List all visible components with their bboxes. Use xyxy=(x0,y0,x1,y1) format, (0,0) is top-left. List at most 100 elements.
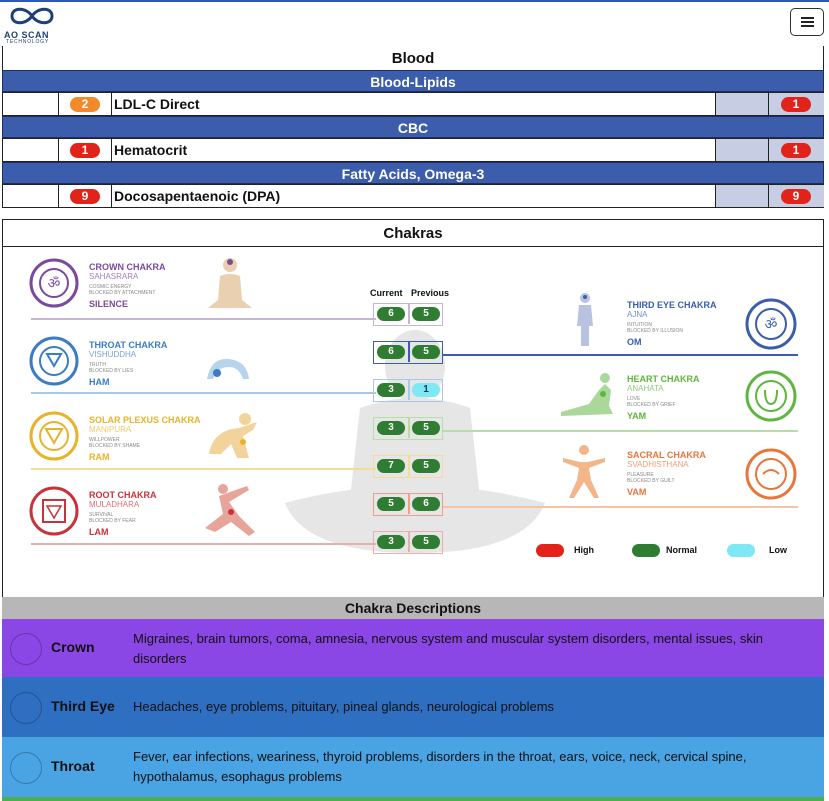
row-cell-empty xyxy=(715,185,769,207)
score-divider xyxy=(408,532,410,552)
sacral-chakra-blocked: BLOCKED BY GUILT xyxy=(627,478,675,484)
score-divider xyxy=(408,342,410,362)
hamburger-icon xyxy=(801,17,814,19)
chakra-symbol-icon xyxy=(10,633,42,665)
throat-chakra-title: THROAT CHAKRA xyxy=(89,340,168,350)
third-eye-chakra-sanskrit: AJNA xyxy=(627,310,648,319)
root-pose-figure-icon xyxy=(205,484,255,536)
root-chakra-icon xyxy=(29,486,79,536)
current-score-badge: 1 xyxy=(70,143,100,158)
throat-chakra-blocked: BLOCKED BY LIES xyxy=(89,368,134,374)
throat-chakra-sanskrit: VISHUDDHA xyxy=(89,350,137,359)
sacral-previous-score: 6 xyxy=(412,497,440,511)
third-eye-chakra-title: THIRD EYE CHAKRA xyxy=(627,300,717,310)
crown-chakra-icon: ॐ xyxy=(29,258,79,308)
legend-low-label: Low xyxy=(769,545,787,555)
row-cell-current: 9 xyxy=(58,185,112,207)
infinity-logo-icon xyxy=(10,7,54,25)
chakra-description-name: Third Eye xyxy=(51,698,115,714)
row-cell-current: 2 xyxy=(58,93,112,115)
crown-chakra-title: CROWN CHAKRA xyxy=(89,262,166,272)
previous-column-header: Previous xyxy=(411,288,450,298)
third-eye-current-score: 6 xyxy=(377,345,405,359)
root-chakra-sanskrit: MULADHARA xyxy=(89,500,140,509)
blood-category-header: Fatty Acids, Omega-3 xyxy=(2,162,824,184)
score-divider xyxy=(408,418,410,438)
previous-score-badge: 9 xyxy=(781,189,811,204)
heart-previous-score: 5 xyxy=(412,421,440,435)
sacral-chakra: SACRAL CHAKRA SVADHISTHANA PLEASURE BLOC… xyxy=(627,450,706,497)
top-accent-bar xyxy=(0,0,829,2)
throat-previous-score: 1 xyxy=(412,383,440,397)
legend-high-swatch xyxy=(536,544,564,557)
blood-item-name: Hematocrit xyxy=(114,142,188,158)
row-cell-current: 1 xyxy=(58,139,112,161)
chakra-description-text: Headaches, eye problems, pituitary, pine… xyxy=(133,699,555,714)
chakra-descriptions-title: Chakra Descriptions xyxy=(2,597,824,619)
third-eye-chakra: THIRD EYE CHAKRA AJNA INTUITION BLOCKED … xyxy=(627,300,717,347)
crown-pose-figure-icon xyxy=(208,258,252,308)
legend-low-swatch xyxy=(727,544,755,557)
brand-tagline: TECHNOLOGY xyxy=(6,39,50,45)
crown-chakra-sanskrit: SAHASRARA xyxy=(89,272,139,281)
heart-chakra-mantra: YAM xyxy=(627,411,647,421)
row-cell-previous: 1 xyxy=(768,93,824,115)
heart-chakra-sanskrit: ANAHATA xyxy=(627,384,664,393)
previous-score-badge: 1 xyxy=(781,143,811,158)
throat-connector-line xyxy=(31,392,376,394)
root-chakra-energy: SURVIVAL xyxy=(89,512,114,518)
root-previous-score: 5 xyxy=(412,535,440,549)
brand-logo[interactable]: AO SCAN TECHNOLOGY xyxy=(4,5,60,45)
throat-chakra-energy: TRUTH xyxy=(89,362,106,368)
solar-plexus-previous-score: 5 xyxy=(412,459,440,473)
row-cell-empty xyxy=(3,139,59,161)
crown-previous-score: 5 xyxy=(412,307,440,321)
sacral-pose-figure-icon xyxy=(563,445,605,498)
root-connector-line xyxy=(31,543,376,545)
heart-current-score: 3 xyxy=(377,421,405,435)
solar-plexus-chakra-title: SOLAR PLEXUS CHAKRA xyxy=(89,415,201,425)
row-cell-empty xyxy=(3,185,59,207)
row-cell-empty xyxy=(3,93,59,115)
third-eye-chakra-energy: INTUITION xyxy=(627,322,652,328)
chakra-description-name: Throat xyxy=(51,758,95,774)
solar-plexus-current-score: 7 xyxy=(377,459,405,473)
row-cell-previous: 9 xyxy=(768,185,824,207)
score-divider xyxy=(408,494,410,514)
third-eye-chakra-icon: ॐ xyxy=(745,298,797,350)
heart-chakra-blocked: BLOCKED BY GRIEF xyxy=(627,402,676,408)
score-divider xyxy=(408,304,410,324)
crown-chakra-mantra: SILENCE xyxy=(89,299,129,309)
blood-result-row[interactable]: 1 Hematocrit 1 xyxy=(2,138,824,162)
chakra-description-row: Throat Fever, ear infections, weariness, … xyxy=(2,737,824,797)
chakra-symbol-icon xyxy=(10,692,42,724)
sacral-chakra-energy: PLEASURE xyxy=(627,472,654,478)
crown-chakra-energy: COSMIC ENERGY xyxy=(89,284,132,290)
legend-high-label: High xyxy=(574,545,594,555)
blood-category-header: CBC xyxy=(2,116,824,138)
heart-chakra-title: HEART CHAKRA xyxy=(627,374,700,384)
third-eye-chakra-mantra: OM xyxy=(627,337,642,347)
chakra-description-text: Migraines, brain tumors, coma, amnesia, … xyxy=(133,631,764,666)
chakra-description-text: Fever, ear infections, weariness, thyroi… xyxy=(133,749,747,784)
svg-text:ॐ: ॐ xyxy=(48,276,61,292)
solar-plexus-chakra-icon xyxy=(29,411,79,461)
crown-current-score: 6 xyxy=(377,307,405,321)
current-score-badge: 9 xyxy=(70,189,100,204)
solar-plexus-pose-figure-icon xyxy=(209,413,257,458)
row-cell-empty xyxy=(715,139,769,161)
solar-plexus-chakra-energy: WILLPOWER xyxy=(89,437,120,443)
current-score-badge: 2 xyxy=(70,97,100,112)
menu-button[interactable] xyxy=(790,8,824,36)
next-row-edge xyxy=(2,797,824,801)
third-eye-pose-figure-icon xyxy=(577,293,593,346)
chakras-title: Chakras xyxy=(3,220,823,247)
legend-normal-swatch xyxy=(632,544,660,557)
